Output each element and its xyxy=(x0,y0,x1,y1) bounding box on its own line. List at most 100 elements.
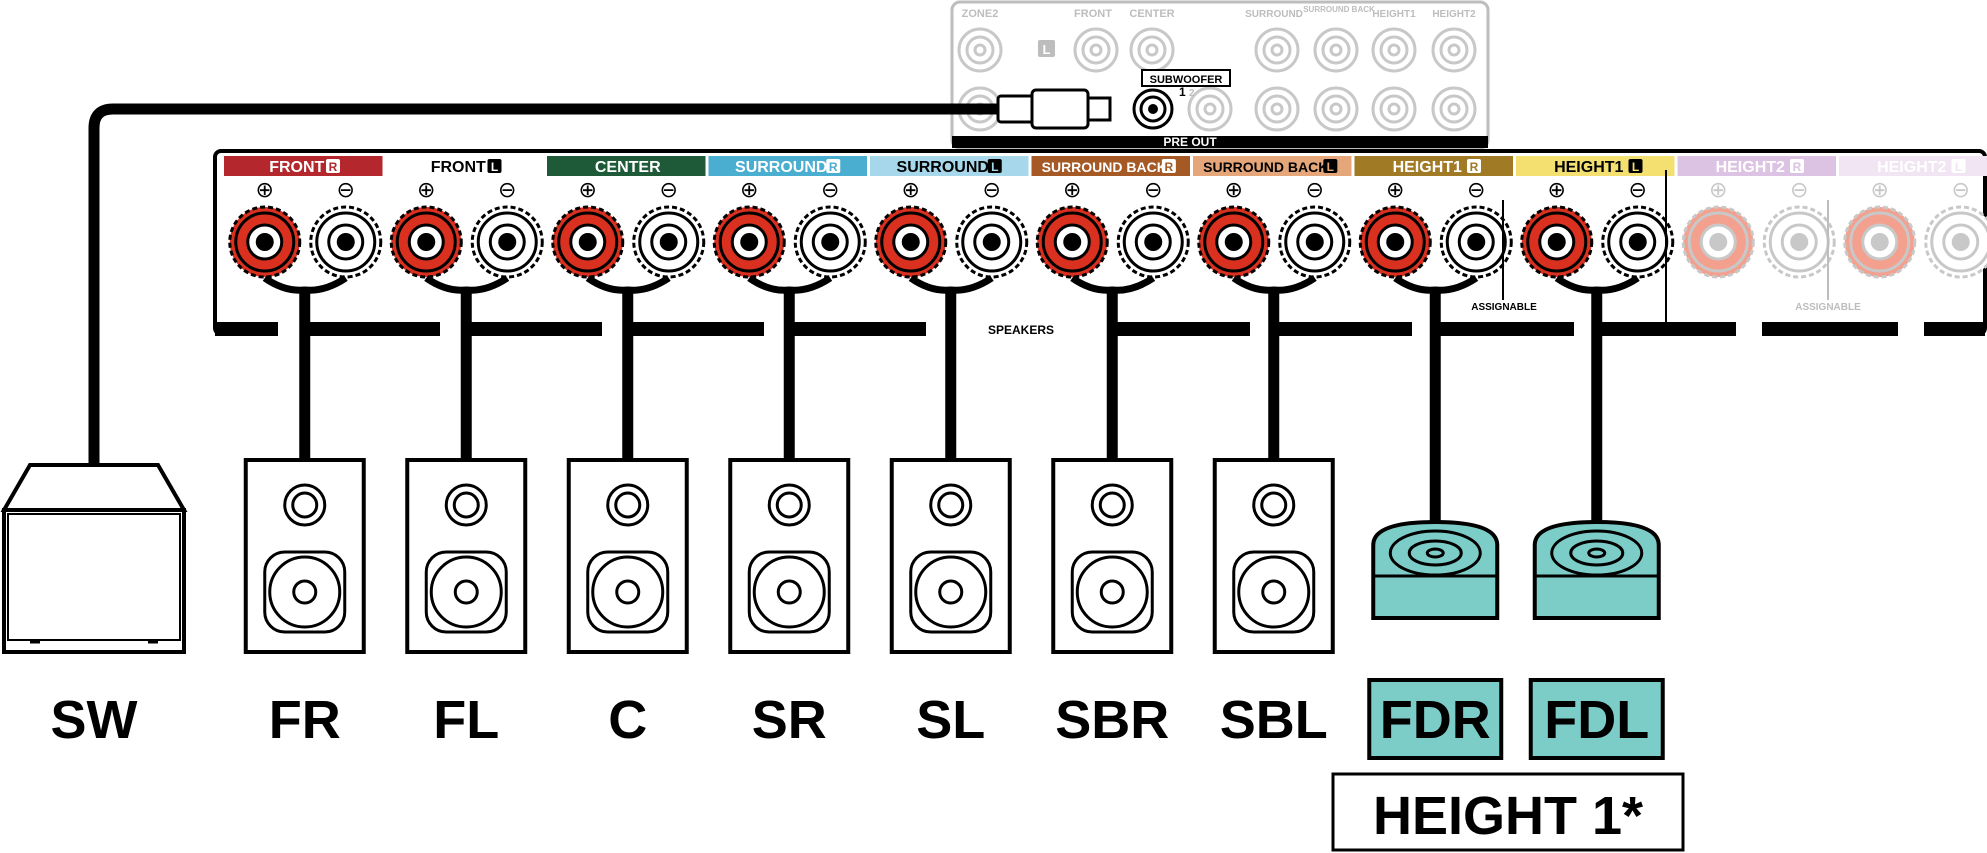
terminal-side-box-0 xyxy=(326,159,340,173)
plus-symbol: ⊕ xyxy=(1871,177,1889,202)
minus-terminal-hole xyxy=(1951,233,1970,251)
minus-terminal-hole xyxy=(821,233,840,251)
terminal-side-label-0: R xyxy=(329,160,338,174)
rca-jack-center xyxy=(1203,102,1217,116)
terminals: ⊕⊖⊕⊖⊕⊖⊕⊖⊕⊖⊕⊖⊕⊖⊕⊖⊕⊖⊕⊖⊕⊖ xyxy=(228,177,1987,294)
rca-jack-center xyxy=(1089,43,1103,57)
speaker-label-sl: SL xyxy=(916,690,985,750)
minus-symbol: ⊖ xyxy=(1952,177,1970,202)
terminal-side-label-1: L xyxy=(491,160,498,174)
terminal-wire-bridge xyxy=(908,275,994,294)
terminal-header-label-4: SURROUND xyxy=(897,159,989,176)
plus-symbol: ⊕ xyxy=(740,177,758,202)
plus-terminal-hole xyxy=(1063,233,1082,251)
terminal-side-box-1 xyxy=(487,159,502,173)
height-speaker-cap xyxy=(1425,547,1445,559)
terminal-wire-bridge xyxy=(424,275,510,294)
speaker-label-sw: SW xyxy=(51,690,138,750)
terminal-side-label-10: L xyxy=(1955,160,1962,174)
terminal-header-0 xyxy=(224,156,383,176)
woofer-cap xyxy=(1261,579,1287,605)
speaker-label-fr: FR xyxy=(269,690,341,750)
panel-base-gap xyxy=(764,322,790,336)
plus-terminal-hole xyxy=(1547,233,1566,251)
terminal-header-label-9: HEIGHT2 xyxy=(1716,159,1785,176)
terminal-wire-bridge xyxy=(747,275,833,294)
speaker-sl: SL xyxy=(889,458,1012,750)
plus-symbol: ⊕ xyxy=(1548,177,1566,202)
terminal-header-2 xyxy=(547,156,706,176)
panel-base-gap xyxy=(440,322,466,336)
speaker-label-sr: SR xyxy=(752,690,827,750)
speaker-sbl: SBL xyxy=(1212,458,1335,750)
plus-terminal-hole xyxy=(740,233,759,251)
minus-terminal-hole xyxy=(1790,233,1809,251)
terminal-wire-bridge xyxy=(1070,275,1156,294)
plus-symbol: ⊕ xyxy=(1386,177,1404,202)
speaker-label-fdl: FDL xyxy=(1544,690,1649,750)
terminal-header-label-10: HEIGHT2 xyxy=(1877,159,1946,176)
terminal-wire-bridge xyxy=(262,275,348,294)
preout-label-height2: HEIGHT2 xyxy=(1432,9,1476,20)
speaker-label-fdr: FDR xyxy=(1380,690,1491,750)
terminal-side-label-6: L xyxy=(1327,160,1334,174)
rca-plug-tip xyxy=(1086,96,1112,122)
plus-terminal-hole xyxy=(417,233,436,251)
terminal-side-box-5 xyxy=(1161,159,1176,173)
speaker-sr: SR xyxy=(728,458,851,750)
plus-terminal-hole xyxy=(255,233,274,251)
rca-jack-center xyxy=(1329,102,1343,116)
woofer-cap xyxy=(776,579,802,605)
terminal-header-label-0: FRONT xyxy=(269,159,324,176)
terminal-side-box-10 xyxy=(1951,159,1966,173)
minus-symbol: ⊖ xyxy=(1144,177,1162,202)
rca-jack-center xyxy=(1145,43,1159,57)
preout-label-center: CENTER xyxy=(1129,8,1174,20)
speaker-label-sbr: SBR xyxy=(1055,690,1169,750)
height-speaker-cap xyxy=(1587,547,1607,559)
terminal-header-1 xyxy=(385,156,544,176)
terminal-header-label-1: FRONT xyxy=(431,159,486,176)
rca-jack-center xyxy=(1387,43,1401,57)
preout-panel-base xyxy=(952,136,1488,148)
tweeter-dome xyxy=(775,491,803,519)
woofer-cap xyxy=(615,579,641,605)
panel-base-gap xyxy=(602,322,628,336)
terminal-side-box-9 xyxy=(1790,159,1804,173)
woofer-cap xyxy=(1099,579,1125,605)
terminal-header-10 xyxy=(1839,156,1987,176)
minus-terminal-hole xyxy=(982,233,1001,251)
terminal-header-6 xyxy=(1193,156,1352,176)
rca-jack-center xyxy=(973,43,987,57)
plus-terminal-hole xyxy=(1386,233,1405,251)
height-group-label: HEIGHT 1* xyxy=(1373,786,1643,846)
speaker-fr: FR xyxy=(243,458,366,750)
speaker-fl: FL xyxy=(405,458,528,750)
minus-symbol: ⊖ xyxy=(1790,177,1808,202)
minus-symbol: ⊖ xyxy=(1306,177,1324,202)
minus-terminal-hole xyxy=(1305,233,1324,251)
terminal-header-label-7: HEIGHT1 xyxy=(1393,159,1462,176)
subwoofer-jack-pin xyxy=(1148,104,1158,114)
plus-symbol: ⊕ xyxy=(256,177,274,202)
woofer-cap xyxy=(938,579,964,605)
speaker-label-fl: FL xyxy=(433,690,499,750)
speaker-sw: SW xyxy=(0,463,188,750)
terminal-wire-bridge xyxy=(585,275,671,294)
terminal-side-label-3: R xyxy=(829,160,838,174)
terminal-side-box-7 xyxy=(1467,159,1481,173)
terminal-side-box-4 xyxy=(987,159,1002,173)
terminal-side-label-4: L xyxy=(991,160,998,174)
terminal-side-box-8 xyxy=(1628,159,1643,173)
preout-l-marker-box xyxy=(1038,40,1055,57)
minus-terminal-hole xyxy=(1628,233,1647,251)
minus-symbol: ⊖ xyxy=(983,177,1001,202)
plus-symbol: ⊕ xyxy=(417,177,435,202)
speaker-c: C xyxy=(566,458,689,750)
speakers-label-box xyxy=(951,322,1091,336)
rca-plug-body xyxy=(1030,88,1090,130)
assignable-label-2: ASSIGNABLE xyxy=(1795,302,1861,313)
